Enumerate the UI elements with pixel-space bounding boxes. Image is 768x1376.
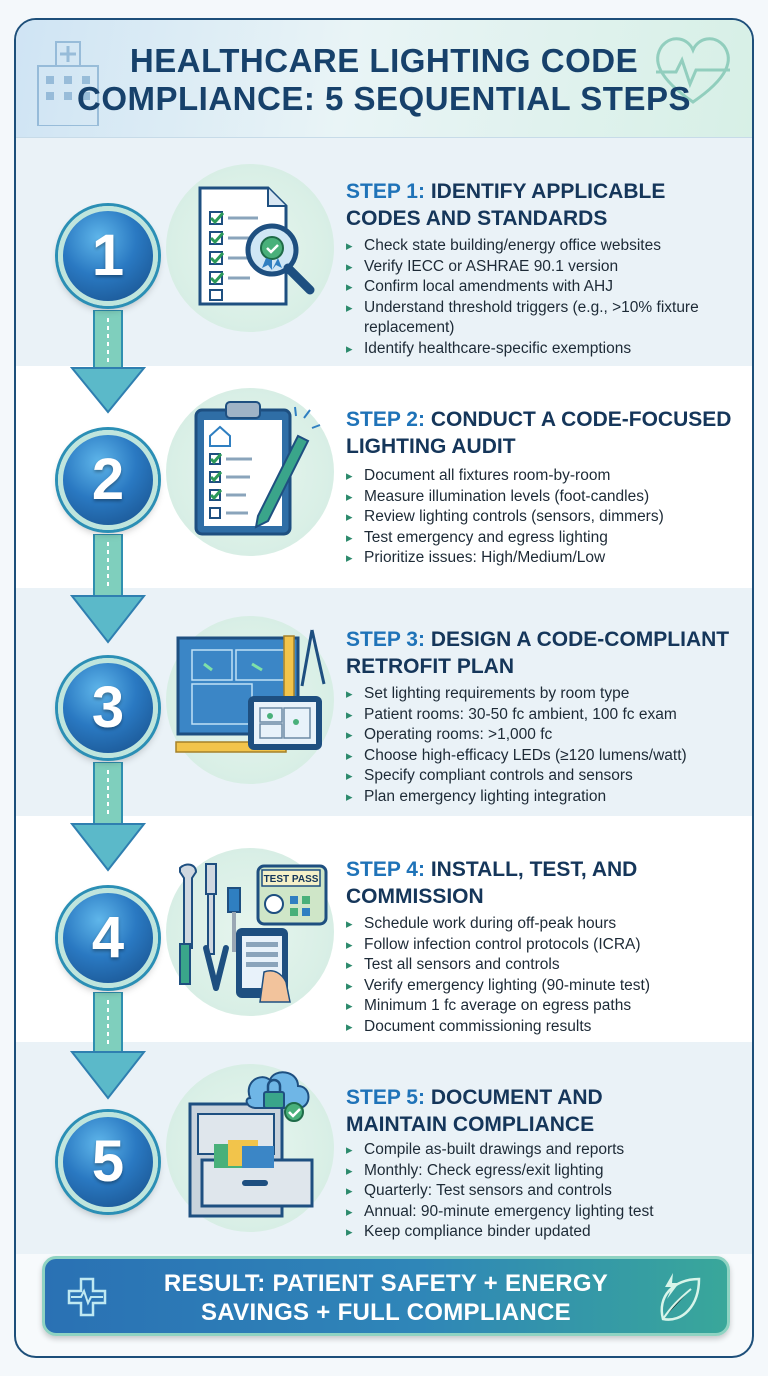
list-item: Follow infection control protocols (ICRA… <box>346 935 746 956</box>
list-item: Measure illumination levels (foot-candle… <box>346 487 746 508</box>
step-1-label: STEP 1: <box>346 180 425 203</box>
step-3-title: STEP 3: DESIGN A CODE-COMPLIANT RETROFIT… <box>346 626 746 680</box>
step-4-heading-line-2: COMMISSION <box>346 885 484 908</box>
list-item: Identify healthcare-specific exemptions <box>346 339 746 360</box>
step-2-bullets: Document all fixtures room-by-room Measu… <box>346 466 746 569</box>
list-item: Check state building/energy office websi… <box>346 236 746 257</box>
checklist-magnifier-icon <box>166 164 334 332</box>
step-1-heading-line-2: CODES AND STANDARDS <box>346 207 608 230</box>
step-3-heading-line-2: RETROFIT PLAN <box>346 655 514 678</box>
infographic-frame: HEALTHCARE LIGHTING CODE COMPLIANCE: 5 S… <box>14 18 754 1358</box>
step-2-panel: STEP 2: CONDUCT A CODE-FOCUSED LIGHTING … <box>16 366 752 588</box>
meter-label: TEST PASS <box>264 874 319 885</box>
title-line-1: HEALTHCARE LIGHTING CODE <box>129 42 639 79</box>
blueprint-tablet-icon <box>166 616 334 784</box>
list-item: Quarterly: Test sensors and controls <box>346 1181 746 1202</box>
list-item: Compile as-built drawings and reports <box>346 1140 746 1161</box>
list-item: Minimum 1 fc average on egress paths <box>346 996 746 1017</box>
list-item: Test all sensors and controls <box>346 955 746 976</box>
step-2-title: STEP 2: CONDUCT A CODE-FOCUSED LIGHTING … <box>346 406 746 460</box>
step-4-heading-line-1: INSTALL, TEST, AND <box>430 858 638 881</box>
connector-arrow-1-2 <box>69 310 147 414</box>
list-item: Annual: 90-minute emergency lighting tes… <box>346 1202 746 1223</box>
step-5-number: 5 <box>91 1129 125 1194</box>
step-4-title: STEP 4: INSTALL, TEST, AND COMMISSION <box>346 856 746 910</box>
list-item: Operating rooms: >1,000 fc <box>346 725 746 746</box>
step-1-heading-line-1: IDENTIFY APPLICABLE <box>430 180 666 203</box>
list-item: Understand threshold triggers (e.g., >10… <box>346 298 746 339</box>
step-4-bullets: Schedule work during off-peak hours Foll… <box>346 914 746 1037</box>
result-line-1: RESULT: PATIENT SAFETY + ENERGY <box>163 1270 609 1297</box>
leaf-energy-icon <box>660 1273 701 1321</box>
hospital-building-icon <box>37 41 99 126</box>
step-1-bullets: Check state building/energy office websi… <box>346 236 746 359</box>
list-item: Specify compliant controls and sensors <box>346 766 746 787</box>
list-item: Document commissioning results <box>346 1017 746 1038</box>
step-3-panel: STEP 3: DESIGN A CODE-COMPLIANT RETROFIT… <box>16 588 752 816</box>
step-3-bullets: Set lighting requirements by room type P… <box>346 684 746 807</box>
step-2-number-badge: 2 <box>58 430 158 530</box>
step-5-number-badge: 5 <box>58 1112 158 1212</box>
step-3-heading-line-1: DESIGN A CODE-COMPLIANT <box>430 628 730 651</box>
step-2-heading-line-1: CONDUCT A CODE-FOCUSED <box>430 408 732 431</box>
step-3-number-badge: 3 <box>58 658 158 758</box>
step-1-title: STEP 1: IDENTIFY APPLICABLE CODES AND ST… <box>346 178 746 232</box>
clipboard-pen-icon <box>166 388 334 556</box>
result-text: RESULT: PATIENT SAFETY + ENERGY SAVINGS … <box>135 1269 637 1327</box>
step-5-heading-line-1: DOCUMENT AND <box>430 1086 603 1109</box>
list-item: Verify IECC or ASHRAE 90.1 version <box>346 257 746 278</box>
result-line-2: SAVINGS + FULL COMPLIANCE <box>201 1299 571 1326</box>
heart-pulse-icon <box>656 37 730 104</box>
list-item: Document all fixtures room-by-room <box>346 466 746 487</box>
page-title: HEALTHCARE LIGHTING CODE COMPLIANCE: 5 S… <box>16 42 752 118</box>
header: HEALTHCARE LIGHTING CODE COMPLIANCE: 5 S… <box>16 20 752 138</box>
connector-arrow-4-5 <box>69 992 147 1100</box>
step-1-number: 1 <box>91 223 125 288</box>
step-5-heading-line-2: MAINTAIN COMPLIANCE <box>346 1113 595 1136</box>
list-item: Review lighting controls (sensors, dimme… <box>346 507 746 528</box>
step-4-number: 4 <box>91 905 125 970</box>
step-1-number-badge: 1 <box>58 206 158 306</box>
list-item: Keep compliance binder updated <box>346 1222 746 1243</box>
step-4-label: STEP 4: <box>346 858 425 881</box>
step-5-title: STEP 5: DOCUMENT AND MAINTAIN COMPLIANCE <box>346 1084 746 1138</box>
step-2-number: 2 <box>91 447 125 512</box>
step-4-panel: TEST PASS STEP 4: INSTALL, TEST, AND COM… <box>16 816 752 1042</box>
step-5-label: STEP 5: <box>346 1086 425 1109</box>
step-3-label: STEP 3: <box>346 628 425 651</box>
list-item: Schedule work during off-peak hours <box>346 914 746 935</box>
tools-tester-icon: TEST PASS <box>166 848 334 1016</box>
connector-arrow-2-3 <box>69 534 147 644</box>
medical-cross-icon <box>67 1277 107 1317</box>
filing-cabinet-lock-icon <box>166 1064 334 1232</box>
list-item: Monthly: Check egress/exit lighting <box>346 1161 746 1182</box>
list-item: Confirm local amendments with AHJ <box>346 277 746 298</box>
step-5-bullets: Compile as-built drawings and reports Mo… <box>346 1140 746 1243</box>
result-banner: RESULT: PATIENT SAFETY + ENERGY SAVINGS … <box>42 1256 730 1336</box>
list-item: Verify emergency lighting (90-minute tes… <box>346 976 746 997</box>
step-4-number-badge: 4 <box>58 888 158 988</box>
list-item: Plan emergency lighting integration <box>346 787 746 808</box>
step-2-heading-line-2: LIGHTING AUDIT <box>346 435 516 458</box>
list-item: Prioritize issues: High/Medium/Low <box>346 548 746 569</box>
connector-arrow-3-4 <box>69 762 147 872</box>
step-2-label: STEP 2: <box>346 408 425 431</box>
list-item: Test emergency and egress lighting <box>346 528 746 549</box>
title-line-2: COMPLIANCE: 5 SEQUENTIAL STEPS <box>77 80 691 117</box>
list-item: Patient rooms: 30-50 fc ambient, 100 fc … <box>346 705 746 726</box>
list-item: Choose high-efficacy LEDs (≥120 lumens/w… <box>346 746 746 767</box>
list-item: Set lighting requirements by room type <box>346 684 746 705</box>
step-3-number: 3 <box>91 675 125 740</box>
